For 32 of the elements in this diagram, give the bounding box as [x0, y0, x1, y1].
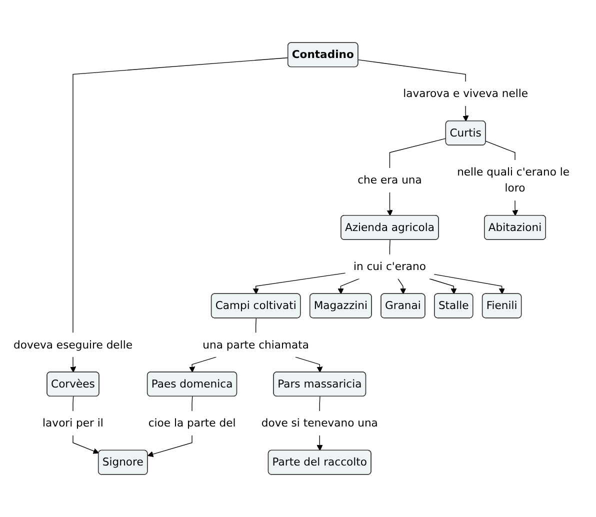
connector: [389, 138, 446, 168]
node-text: cioe la parte del: [148, 416, 236, 430]
arrow: [462, 106, 469, 122]
arrow: [338, 278, 360, 294]
arrow: [252, 272, 346, 294]
node-text: una parte chiamata: [202, 338, 309, 351]
arrow: [386, 192, 393, 216]
node-text: in cui c'erano: [353, 260, 426, 273]
arrow: [429, 278, 457, 294]
connector: [72, 57, 288, 334]
connector: [319, 396, 320, 412]
arrow: [434, 274, 505, 294]
arrow: [512, 200, 518, 216]
arrow: [148, 434, 192, 458]
connector: [192, 396, 193, 412]
connector: [255, 318, 256, 334]
connector: [485, 140, 516, 160]
arrow: [295, 356, 323, 372]
connector: [72, 396, 74, 412]
connector: [358, 59, 466, 82]
arrow: [70, 356, 76, 372]
node-text: che era una: [358, 173, 422, 186]
arrow: [316, 434, 323, 451]
node-text: doveva eseguire delle: [14, 338, 132, 351]
arrow: [72, 434, 100, 454]
arrow: [398, 278, 406, 294]
connector: [389, 240, 390, 255]
node-text: lavori per il: [42, 416, 104, 430]
node-text: dove si tenevano una: [261, 416, 378, 430]
node-text: nelle quali c'erano le loro: [457, 165, 570, 194]
arrow: [189, 356, 217, 372]
node-text: lavarova e viveva nelle: [403, 87, 528, 100]
